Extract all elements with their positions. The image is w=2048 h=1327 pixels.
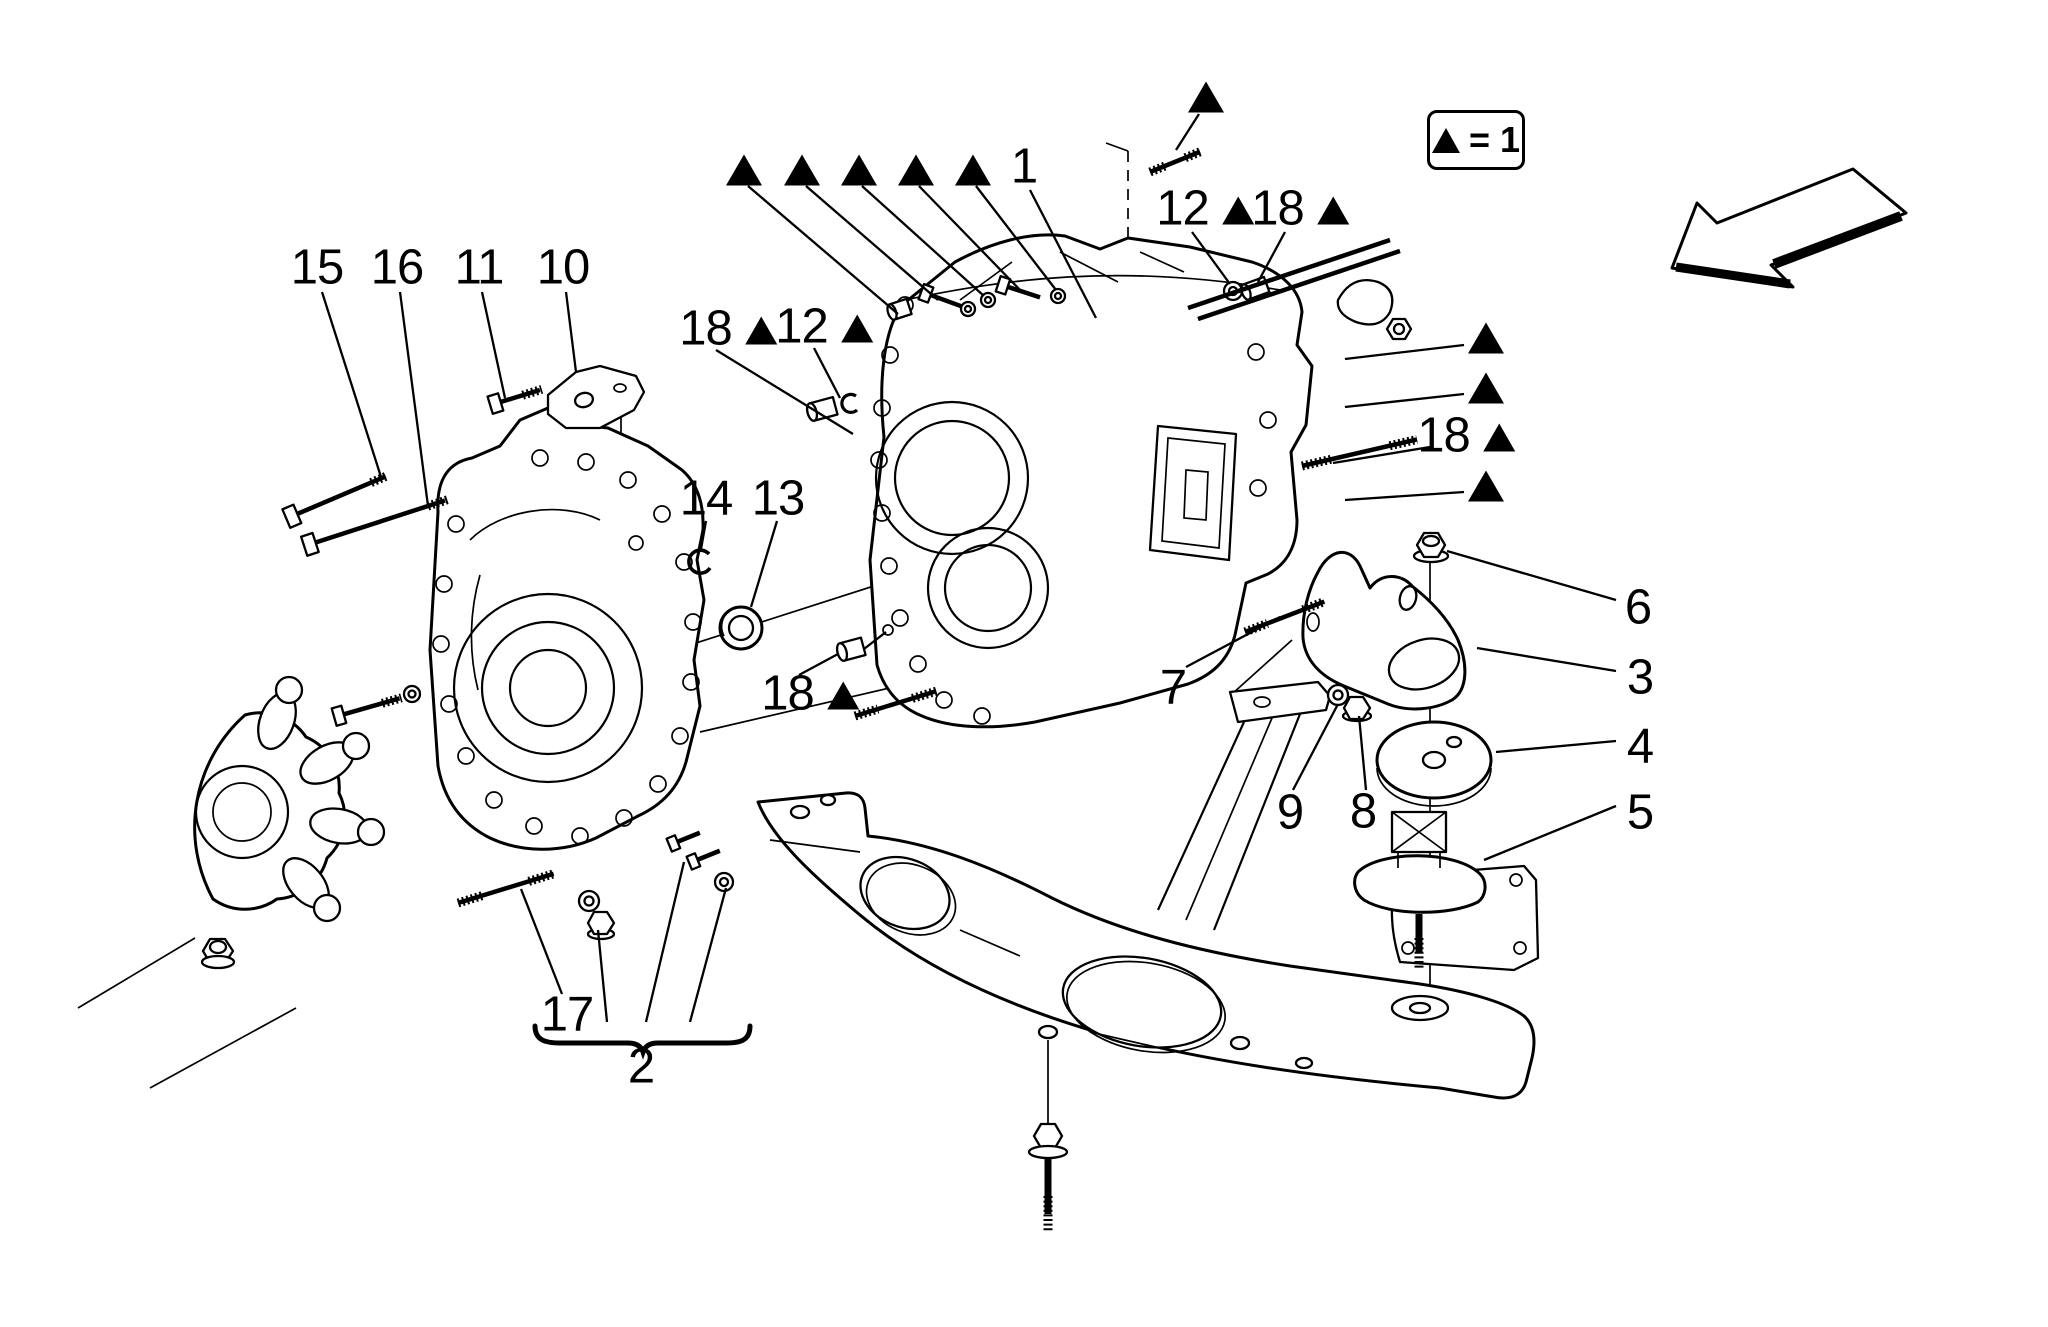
flange-washer-drawing [402,684,422,704]
flange-bolt-drawing [330,693,403,727]
callout-2: 2 [627,1039,655,1094]
black-triangle-icon [1482,423,1515,451]
cover-screws-drawing [665,830,735,893]
callout-6: 6 [1624,580,1652,635]
black-triangle-icon [1468,470,1504,502]
group-2-brace [532,1023,753,1060]
callout-13: 13 [751,471,806,526]
callout-number: 18 [1417,408,1471,463]
callout-number: 2 [627,1039,655,1094]
callout-11: 11 [454,240,505,295]
damper-disc-4-drawing [1375,720,1493,807]
black-triangle-icon [898,154,934,186]
black-triangle-icon [840,314,873,342]
callout-17: 17 [540,987,595,1042]
callout-number: 12 [1156,181,1210,236]
callout-7: 7 [1159,660,1187,715]
callout-number: 18 [1251,181,1305,236]
callout-18: 18 [1417,408,1515,463]
flange-nut-drawing [200,937,236,970]
callout-number: 11 [454,240,505,295]
bracket-10-drawing [546,364,646,430]
callout-15: 15 [290,240,345,295]
callout-number: 5 [1626,785,1654,840]
housing-top-fasteners-drawing [886,275,1067,321]
stud-17-drawing [456,869,555,908]
callout-number: 14 [679,471,734,526]
leader-lines [320,113,1617,1023]
callout-10: 10 [536,240,591,295]
engine-mount-5-drawing [1353,810,1487,968]
callout-9: 9 [1276,785,1304,840]
drive-flange-drawing [193,675,386,923]
callout-number: 7 [1159,660,1187,715]
gearbox-cover-drawing [428,406,706,851]
callout-3: 3 [1626,650,1654,705]
callout-number: 12 [775,299,829,354]
subframe-crossmember-drawing [756,791,1540,1100]
callout-number: 13 [751,471,806,526]
gearbox-housing-drawing [868,233,1314,729]
long-stud-18-drawing [1300,435,1418,471]
plug-18-lower-drawing [835,636,867,662]
callout-number: 9 [1276,785,1304,840]
black-triangle-icon [744,316,777,344]
callout-number: 16 [370,240,425,295]
callout-14: 14 [679,471,734,526]
black-triangle-icon [1188,81,1224,113]
callout-number: 1 [1010,139,1038,194]
snap-ring-14-drawing [687,548,712,575]
callout-1: 1 [1010,139,1038,194]
legend-equals-text: = 1 [1468,119,1521,160]
callout-16: 16 [370,240,425,295]
callout-number: 18 [679,301,733,356]
callout-number: 6 [1624,580,1652,635]
mount-nut-8-drawing [1341,695,1373,723]
callout-number: 3 [1626,650,1654,705]
subframe-bolt-drawing [1027,1122,1069,1232]
legend-box: = 1 [1427,110,1525,170]
callout-number: 10 [536,240,591,295]
callout-number: 8 [1349,784,1377,839]
callout-number: 18 [761,666,815,721]
callout-5: 5 [1626,785,1654,840]
black-triangle-icon [1468,372,1504,404]
top-right-rods-drawing [1187,237,1413,341]
mount-bracket-3-drawing [1301,550,1467,711]
top-stud-drawing [1148,147,1202,177]
black-triangle-icon [955,154,991,186]
black-triangle-icon [841,154,877,186]
black-triangle-icon [1316,196,1349,224]
direction-arrow-icon [1670,167,1908,289]
black-triangle-icon [826,681,859,709]
bolt-11-drawing [486,385,544,415]
black-triangle-icon [1431,127,1460,153]
callout-18: 18 [1251,181,1349,236]
callout-18: 18 [679,301,777,356]
callout-4: 4 [1626,719,1654,774]
black-triangle-icon [1468,322,1504,354]
seal-13-drawing [718,605,764,651]
callout-12: 12 [1156,181,1254,236]
black-triangle-icon [1221,196,1254,224]
callout-18: 18 [761,666,859,721]
black-triangle-icon [726,154,762,186]
black-triangle-icon [784,154,820,186]
drain-plug-drawing [577,889,616,941]
callout-number: 17 [540,987,595,1042]
callout-number: 4 [1626,719,1654,774]
callout-number: 15 [290,240,345,295]
support-bracket-drawing [1156,680,1332,931]
bolt-16-drawing [299,495,450,557]
lower-stud-drawing [853,686,938,721]
mount-nut-6-drawing [1412,531,1450,564]
bolt-15-drawing [281,471,390,529]
mount-washer-9-drawing [1326,683,1350,707]
callout-8: 8 [1349,784,1377,839]
callout-12: 12 [775,299,873,354]
